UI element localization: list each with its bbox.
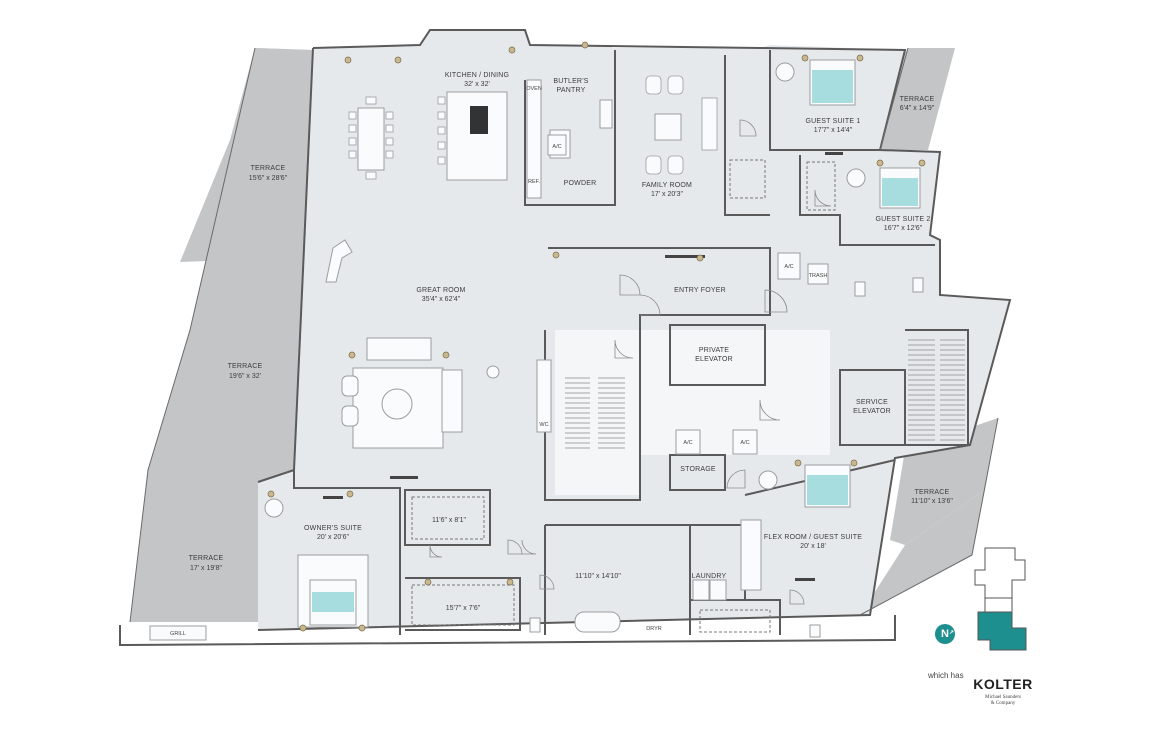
terrace5-dims: 11'10" x 13'6" [911,498,953,505]
guest2-dims: 16'7" x 12'6" [884,225,923,232]
brand-logo: KOLTER [973,676,1033,692]
flex-name: FLEX ROOM / GUEST SUITE [764,534,862,541]
foyer-name: ENTRY FOYER [674,287,726,294]
terrace3-name: TERRACE [189,555,224,562]
storage-wall [669,454,726,491]
butler-name-1: BUTLER'S [553,78,588,85]
family-dims: 17' x 20'3" [651,191,684,198]
key-plan-outline [974,547,1026,599]
private-elevator-2: ELEVATOR [695,356,733,363]
stairs [565,377,625,449]
doors [429,119,832,605]
terrace1-dims: 15'6" x 28'6" [249,175,288,182]
room-labels: KITCHEN / DINING 32' x 32' BUTLER'S PANT… [304,72,930,612]
foyer-wall [548,247,771,330]
guest1-wall [769,50,880,151]
guest1-dims: 17'7" x 14'4" [814,127,853,134]
service-elevator-2: ELEVATOR [853,408,891,415]
great-dims: 35'4" x 62'4" [422,296,461,303]
family-east-wall [724,55,770,216]
caption-text: which has [928,671,964,680]
owner-name: OWNER'S SUITE [304,525,362,532]
terrace2-dims: 19'6" x 32' [229,373,261,380]
stairs-east [908,339,965,441]
key-plan [974,547,1027,651]
partner-logo: Michael Saunders & Company [968,695,1038,706]
flex-dims: 20' x 18' [800,543,826,550]
fixture-labels: A/C A/C A/C A/C TRASH OVEN REF. WC GRILL… [170,86,827,637]
laundry-name: LAUNDRY [692,573,727,580]
ac-label-2: A/C [740,440,749,446]
north-arrow-icon: N↗ [935,624,955,644]
brand-block: KOLTER Michael Saunders & Company [968,676,1038,706]
powder-name: POWDER [564,180,597,187]
ac-label-foyer: A/C [784,264,793,270]
wc-label: WC [539,422,548,428]
private-elevator-1: PRIVATE [699,347,729,354]
guest2-name: GUEST SUITE 2 [876,216,931,223]
guest1-name: GUEST SUITE 1 [806,118,861,125]
terrace1-name: TERRACE [251,165,286,172]
outer-wall [257,29,1012,631]
guest2-wall [799,155,935,246]
base-line [119,615,896,647]
storage-name: STORAGE [680,466,716,473]
great-name: GREAT ROOM [416,287,465,294]
core-white [555,330,640,495]
service-elevator-1: SERVICE [856,399,888,406]
terrace3-dims: 17' x 19'8" [190,565,223,572]
kitchen-dims: 32' x 32' [464,81,490,88]
trash-label: TRASH [809,273,828,279]
core-white-right [640,330,830,455]
terrace-labels: TERRACE 15'6" x 28'6" TERRACE 19'6" x 32… [189,96,954,572]
closet2-dims: 15'7" x 7'6" [446,605,481,612]
kitchen-east-wall [524,50,616,206]
ref-label: REF. [528,179,540,185]
terrace2-name: TERRACE [228,363,263,370]
ac-label-1: A/C [683,440,692,446]
ac-label-kitchen: A/C [552,144,561,150]
partner-line-1: Michael Saunders [985,695,1021,700]
walls [119,29,1012,647]
terrace-southeast-lower [860,490,985,615]
west-wall [293,47,314,471]
terrace5-name: TERRACE [915,489,950,496]
terrace-outline [129,47,999,623]
furniture [149,41,926,641]
closet1-dims: 11'6" x 8'1" [432,517,466,524]
oven-label: OVEN [526,86,542,92]
grill-label: GRILL [170,631,186,637]
terrace4-dims: 6'4" x 14'9" [900,105,935,112]
key-plan-highlight[interactable] [977,611,1027,651]
closet-wall [404,489,521,631]
key-plan-middle [984,597,1013,613]
butler-name-2: PANTRY [557,87,586,94]
terrace4-name: TERRACE [900,96,935,103]
partner-line-2: & Company [990,700,1016,706]
owner-dims: 20' x 20'6" [317,534,350,541]
bath-dims: 11'10" x 14'10" [575,573,621,580]
owner-wall [257,468,401,635]
stair-east [905,329,969,446]
kitchen-name: KITCHEN / DINING [445,72,509,79]
family-name: FAMILY ROOM [642,182,692,189]
dryer-label: DRYR [646,626,662,632]
